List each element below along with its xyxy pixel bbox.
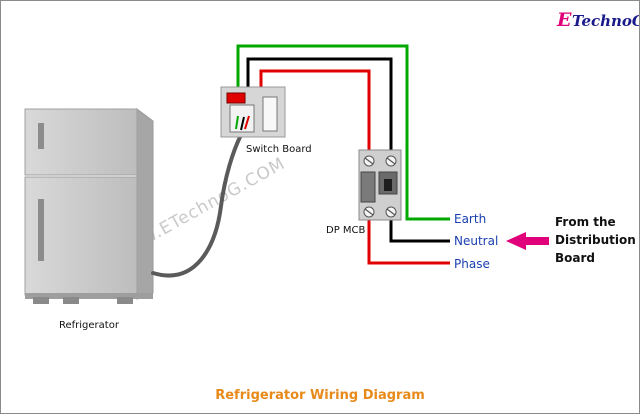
diagram-title: Refrigerator Wiring Diagram (215, 388, 425, 403)
dp-mcb (358, 149, 402, 221)
refrigerator (24, 108, 154, 304)
phase-label: Phase (454, 257, 490, 271)
source-label-line1: From the (555, 215, 616, 229)
logo-text: TechnoG (572, 12, 639, 30)
source-arrow (506, 232, 549, 250)
logo-letter: E (556, 9, 572, 31)
appliance-power-cord (151, 133, 243, 278)
neutral-label: Neutral (454, 234, 498, 248)
earth-label: Earth (454, 212, 486, 226)
phase-wire-to-source (367, 213, 450, 265)
dp-mcb-label: DP MCB (326, 225, 366, 236)
switch-board-label: Switch Board (246, 144, 312, 155)
earth-wire (236, 44, 450, 221)
neutral-wire-to-switch (246, 57, 393, 153)
phase-wire-to-switch (259, 69, 371, 153)
source-label-line2: Distribution (555, 233, 636, 247)
source-label-line3: Board (555, 251, 595, 265)
neutral-wire-to-source (389, 213, 450, 243)
refrigerator-label: Refrigerator (59, 320, 120, 331)
switch-board (220, 86, 286, 138)
